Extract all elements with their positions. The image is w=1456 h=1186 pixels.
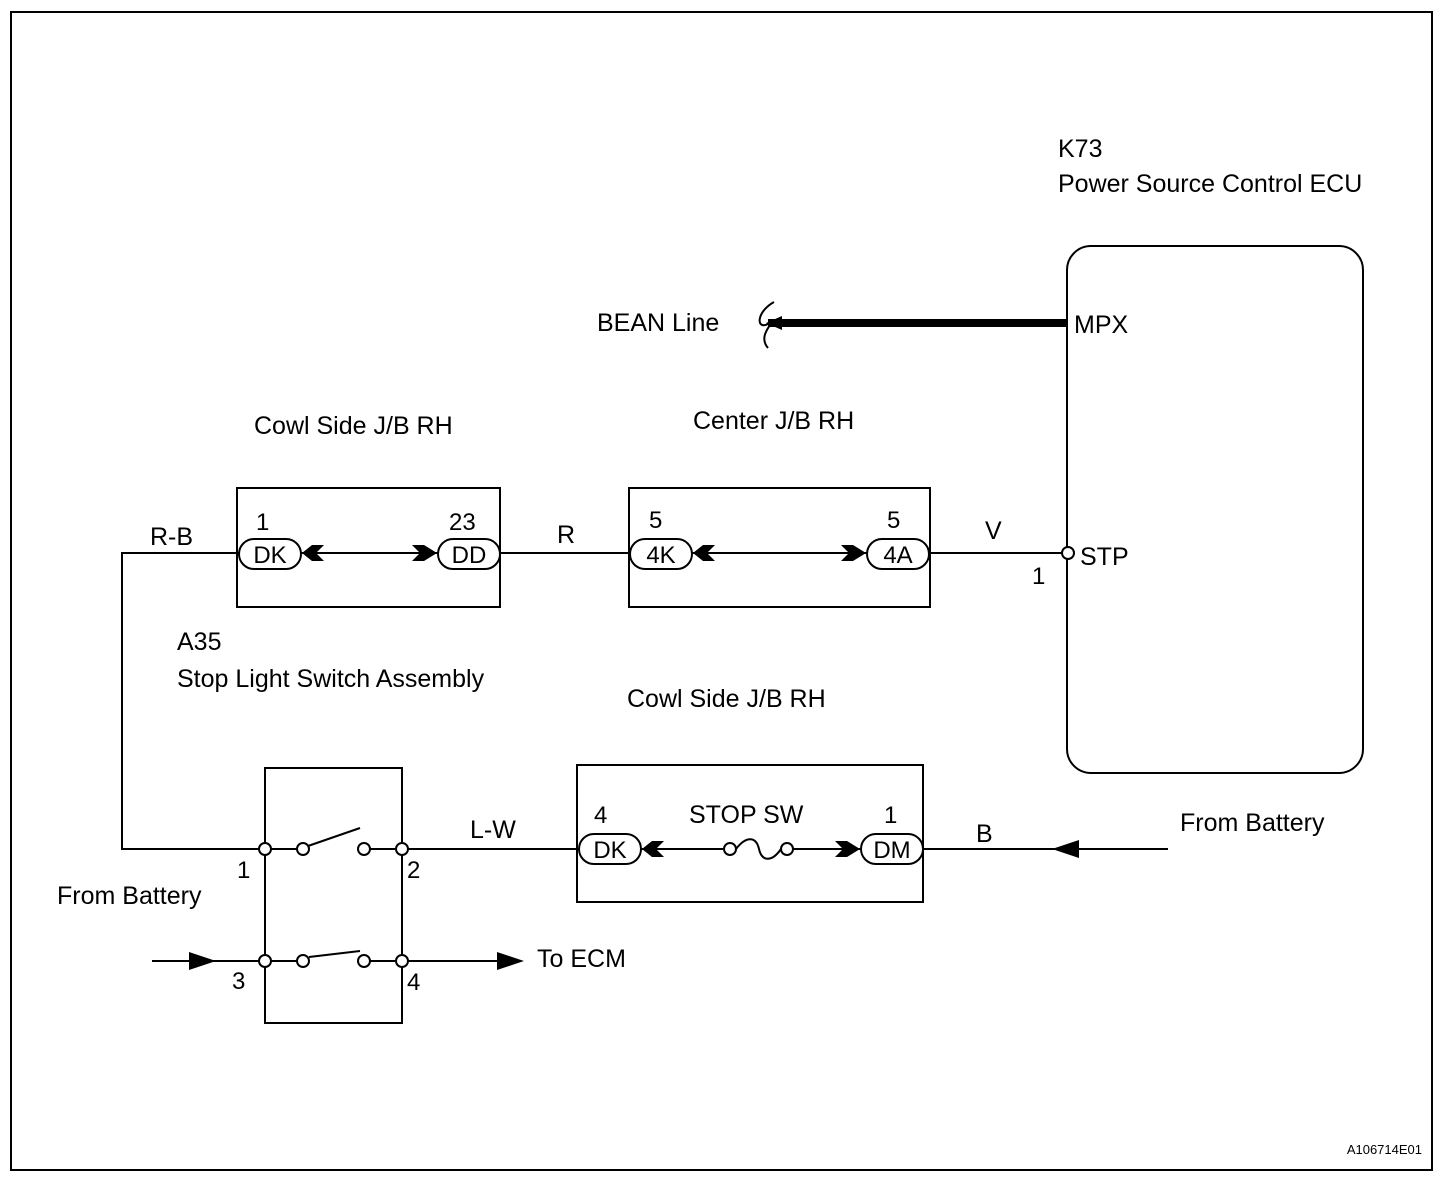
cowl-jb-bottom-left-connector-label: DK <box>593 837 626 864</box>
to-ecm-arrow <box>497 952 524 970</box>
cowl-jb-bottom-fuse-label: STOP SW <box>689 801 804 829</box>
center-jb-left-pin: 5 <box>649 507 662 534</box>
center-jb-title: Center J/B RH <box>693 407 854 435</box>
wire-r-b-label: R-B <box>150 523 193 551</box>
switch-pin-4: 4 <box>407 969 420 996</box>
wire-b-label: B <box>976 820 993 848</box>
figure-code: A106714E01 <box>1347 1142 1422 1157</box>
center-jb-left-connector-label: 4K <box>646 542 675 569</box>
cowl-jb-top-title: Cowl Side J/B RH <box>254 412 453 440</box>
switch-code: A35 <box>177 628 221 656</box>
center-jb-right-connector-label: 4A <box>883 542 912 569</box>
switch-terminal-2 <box>395 842 409 856</box>
switch-name: Stop Light Switch Assembly <box>177 665 485 693</box>
switch-terminal-3 <box>258 954 272 968</box>
center-jb-left-plug <box>693 545 715 561</box>
to-ecm-label: To ECM <box>537 945 626 973</box>
cowl-jb-bottom-box <box>576 764 924 903</box>
switch-terminal-4 <box>395 954 409 968</box>
wire-l-w-label: L-W <box>470 816 516 844</box>
ecu-pin-stp-number: 1 <box>1032 563 1045 590</box>
cowl-jb-bottom-right-plug <box>835 841 860 857</box>
battery-left-arrow <box>189 952 216 970</box>
ecu-box <box>1066 245 1364 774</box>
switch-pin-1: 1 <box>237 857 250 884</box>
cowl-jb-bottom-right-pin: 1 <box>884 802 897 829</box>
bean-line-arrow <box>766 316 782 330</box>
cowl-jb-bottom-left-plug <box>642 841 664 857</box>
switch-upper-contact <box>271 827 396 856</box>
bean-line-label: BEAN Line <box>597 309 719 337</box>
fuse-icon <box>723 838 794 860</box>
switch-terminal-1 <box>258 842 272 856</box>
switch-lower-contact <box>271 950 396 968</box>
from-battery-right: From Battery <box>1180 809 1325 837</box>
cowl-jb-top-left-connector-label: DK <box>253 542 286 569</box>
cowl-jb-top-left-plug <box>302 545 324 561</box>
wire-r-label: R <box>557 521 575 549</box>
ecu-pin-mpx: MPX <box>1074 311 1129 339</box>
ecu-stp-terminal <box>1061 546 1075 560</box>
diagram-frame <box>10 11 1433 1171</box>
ecu-code: K73 <box>1058 135 1102 163</box>
ecu-pin-stp: STP <box>1080 543 1129 571</box>
cowl-jb-top-left-pin: 1 <box>256 509 269 536</box>
switch-box <box>264 767 403 1024</box>
cowl-jb-bottom-title: Cowl Side J/B RH <box>627 685 826 713</box>
cowl-jb-top-box <box>236 487 501 608</box>
switch-pin-3: 3 <box>232 968 245 995</box>
cowl-jb-top-right-connector-label: DD <box>452 542 487 569</box>
wire-v-label: V <box>985 517 1002 545</box>
ecu-name: Power Source Control ECU <box>1058 170 1362 198</box>
switch-pin-2: 2 <box>407 857 420 884</box>
cowl-jb-top-right-pin: 23 <box>449 509 476 536</box>
cowl-jb-bottom-left-pin: 4 <box>594 802 607 829</box>
center-jb-right-pin: 5 <box>887 507 900 534</box>
center-jb-box <box>628 487 931 608</box>
wire-r-b <box>121 552 265 850</box>
cowl-jb-bottom-right-connector-label: DM <box>873 837 910 864</box>
from-battery-left: From Battery <box>57 882 202 910</box>
cowl-jb-top-right-plug <box>412 545 437 561</box>
wire-b-arrow <box>1052 840 1079 858</box>
center-jb-right-plug <box>841 545 866 561</box>
